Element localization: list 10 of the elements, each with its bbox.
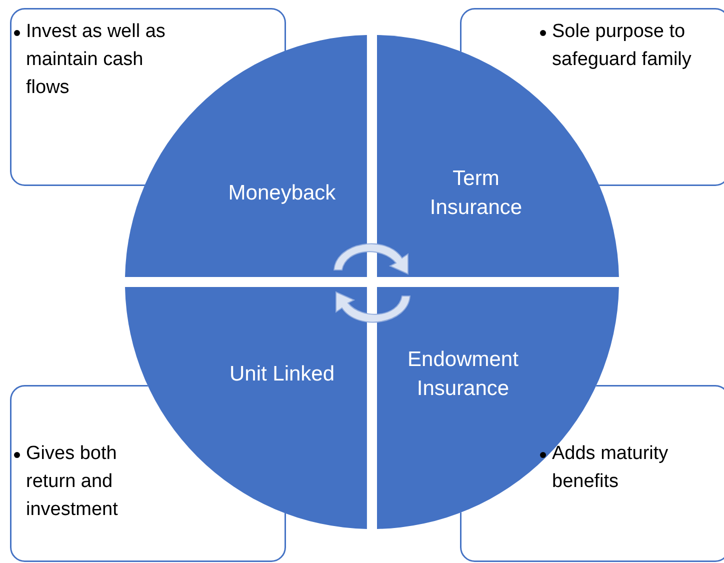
note-text: Gives both return and investment (26, 442, 119, 522)
note-text: Sole purpose to safeguard family (552, 20, 692, 72)
segment-label: Unit Linked (228, 362, 336, 388)
segment-label: Term Insurance (428, 166, 524, 221)
note-box (10, 385, 286, 562)
note-text: Invest as well as maintain cash flows (26, 20, 166, 100)
note-box (10, 8, 286, 186)
note-text: Adds maturity benefits (552, 442, 670, 494)
segment-label: Endowment Insurance (406, 347, 520, 402)
segment-label: Moneyback (227, 180, 337, 206)
